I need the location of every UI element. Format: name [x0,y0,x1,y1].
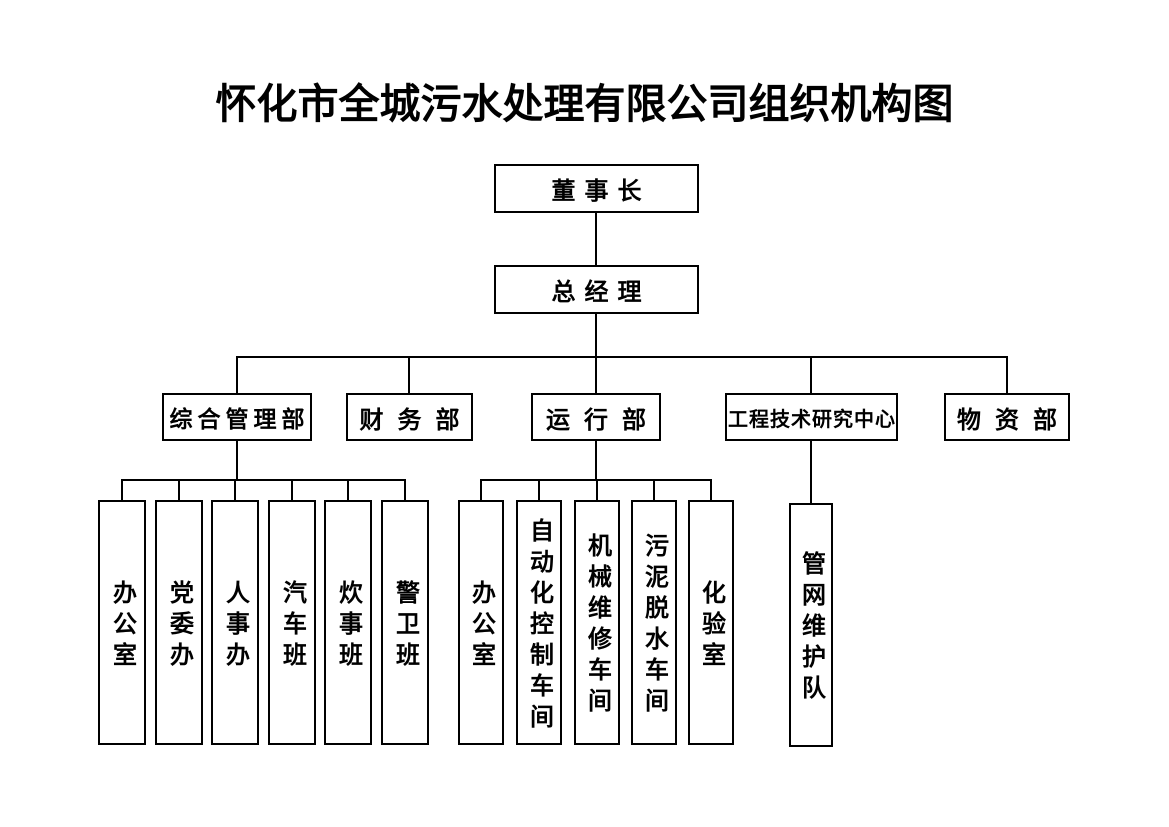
node-unit-label: 办公室 [467,579,494,673]
node-unit-label: 管网维护队 [797,551,824,706]
node-dept-label: 物资部 [957,407,1071,434]
node-unit-label: 污泥脱水车间 [640,533,667,719]
node-unit-label: 人事办 [221,579,248,673]
node-unit-label: 自动化控制车间 [525,517,552,735]
node-dept-label: 工程技术研究中心 [728,408,896,431]
node-unit-cooking-team: 炊事班 [324,500,372,745]
node-dept-label: 运行部 [546,407,660,434]
node-general-manager: 总经理 [494,265,699,314]
node-dept-label: 财务部 [359,407,474,434]
node-unit-label: 化验室 [697,579,724,673]
node-chairman-label: 董事长 [551,179,651,205]
node-unit-label: 党委办 [165,579,192,673]
node-unit-mechanical-maintenance-workshop: 机械维修车间 [574,500,620,745]
node-dept-general-management: 综合管理部 [162,393,312,441]
node-unit-label: 炊事班 [334,579,361,673]
node-unit-office-2: 办公室 [458,500,504,745]
node-dept-finance: 财务部 [346,393,473,441]
node-unit-laboratory: 化验室 [688,500,734,745]
node-unit-sludge-dewatering-workshop: 污泥脱水车间 [631,500,677,745]
node-chairman: 董事长 [494,164,699,213]
node-unit-personnel-office: 人事办 [211,500,259,745]
node-unit-label: 汽车班 [278,579,305,673]
node-unit-vehicle-team: 汽车班 [268,500,316,745]
node-unit-label: 办公室 [108,579,135,673]
node-dept-engineering-research-center: 工程技术研究中心 [725,393,898,441]
node-dept-operations: 运行部 [531,393,661,441]
node-general-manager-label: 总经理 [551,280,651,306]
node-unit-automation-control-workshop: 自动化控制车间 [516,500,562,745]
node-unit-guard-team: 警卫班 [381,500,429,745]
node-dept-label: 综合管理部 [169,407,310,432]
node-unit-label: 警卫班 [391,579,418,673]
node-unit-office-1: 办公室 [98,500,146,745]
page-title: 怀化市全城污水处理有限公司组织机构图 [215,81,954,127]
node-dept-materials: 物资部 [944,393,1070,441]
node-unit-pipe-network-maintenance-team: 管网维护队 [789,503,833,747]
node-unit-party-committee-office: 党委办 [155,500,203,745]
node-unit-label: 机械维修车间 [583,533,610,719]
